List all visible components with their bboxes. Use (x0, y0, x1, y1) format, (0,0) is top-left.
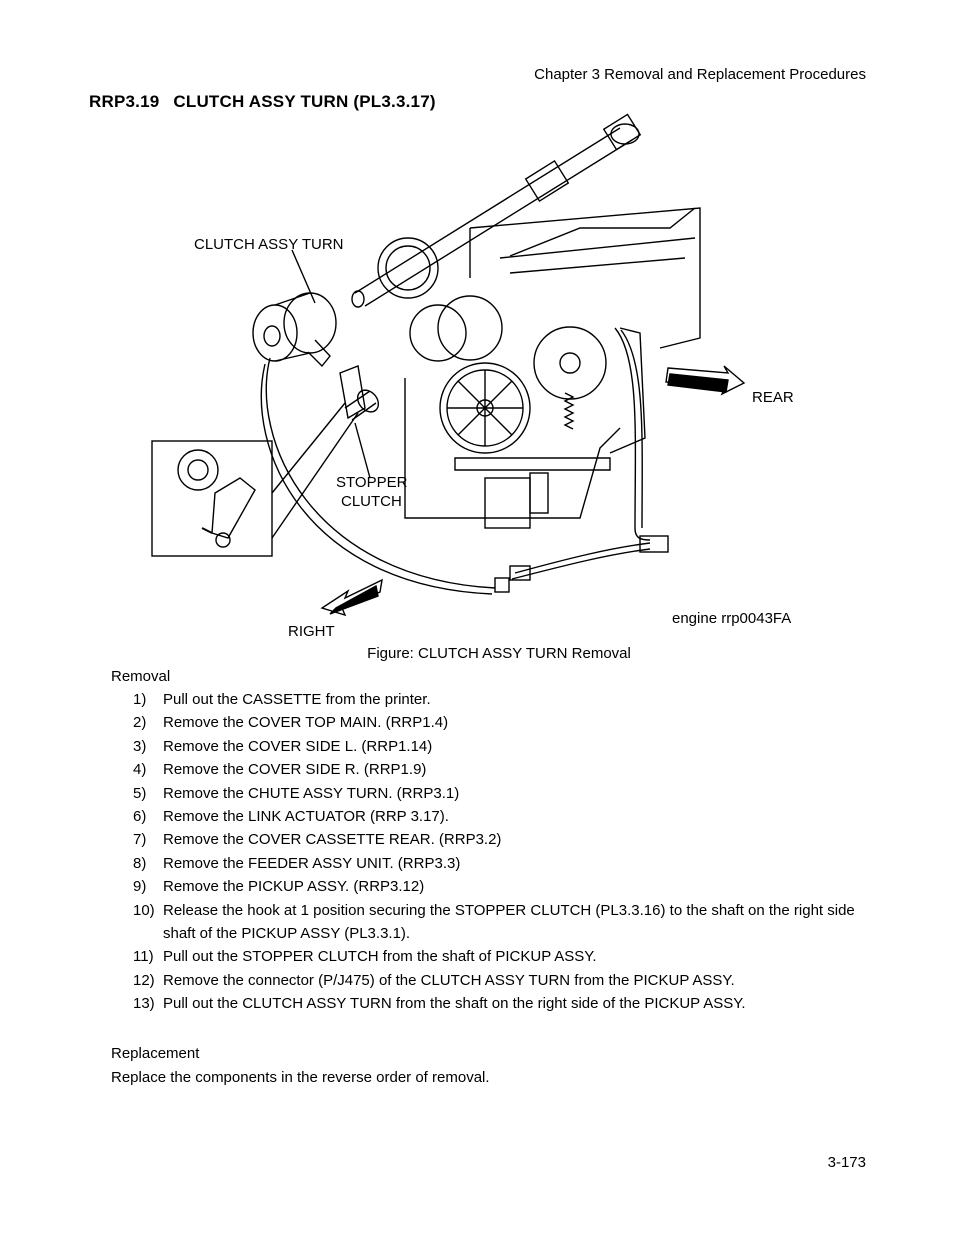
gear-top (377, 237, 439, 299)
list-item: 12)Remove the connector (P/J475) of the … (133, 971, 735, 989)
list-item: 5)Remove the CHUTE ASSY TURN. (RRP3.1) (133, 784, 460, 802)
figure-code: engine rrp0043FA (672, 610, 792, 627)
list-item: 13)Pull out the CLUTCH ASSY TURN from th… (133, 995, 746, 1013)
chassis-outline (469, 207, 701, 349)
gear-right (533, 326, 607, 400)
leader-stopper (354, 422, 371, 479)
list-item: 3)Remove the COVER SIDE L. (RRP1.14) (133, 737, 433, 755)
list-item: 4)Remove the COVER SIDE R. (RRP1.9) (133, 761, 427, 779)
chapter-header: Chapter 3 Removal and Replacement Proced… (534, 66, 866, 83)
removal-steps-list: 1)Pull out the CASSETTE from the printer… (111, 688, 871, 1016)
label-clutch: CLUTCH (341, 493, 402, 510)
section-heading: CLUTCH ASSY TURN (PL3.3.17) (173, 92, 436, 111)
page-number: 3-173 (827, 1154, 866, 1171)
list-item: 8)Remove the FEEDER ASSY UNIT. (RRP3.3) (133, 854, 461, 872)
clutch-assy-turn-part (252, 304, 298, 362)
gear-middle (409, 304, 467, 362)
figure-caption: Figure: CLUTCH ASSY TURN Removal (367, 645, 631, 662)
spring (563, 392, 575, 430)
harness-cable (265, 357, 496, 589)
list-item: 6)Remove the LINK ACTUATOR (RRP 3.17). (133, 808, 449, 826)
gear-large (439, 362, 531, 454)
label-rear: REAR (752, 389, 794, 406)
label-clutch-assy-turn: CLUTCH ASSY TURN (194, 236, 344, 253)
solenoid (484, 477, 531, 529)
figure-clutch-assy-turn: CLUTCH ASSY TURN REAR STOPPER CLUTCH RIG… (140, 108, 840, 643)
label-stopper: STOPPER (336, 474, 408, 491)
leader-clutch (291, 249, 316, 304)
stopper-clutch-part (339, 365, 366, 420)
figure-illustration (151, 113, 746, 617)
list-item: 9)Remove the PICKUP ASSY. (RRP3.12) (133, 878, 425, 896)
inset-box (151, 440, 273, 557)
section-title: RRP3.19 CLUTCH ASSY TURN (PL3.3.17) (89, 92, 436, 112)
connector-a (494, 577, 510, 593)
removal-heading: Removal (111, 668, 171, 685)
connector-b (509, 565, 531, 581)
connector-c (639, 535, 669, 553)
right-arrow (320, 578, 383, 617)
label-right: RIGHT (288, 623, 335, 640)
list-item: 2)Remove the COVER TOP MAIN. (RRP1.4) (133, 714, 449, 732)
list-item: 10)Release the hook at 1 position securi… (133, 901, 855, 943)
replacement-heading: Replacement (111, 1045, 200, 1062)
rear-arrow (665, 365, 746, 396)
section-number: RRP3.19 (89, 92, 160, 111)
list-item: 11)Pull out the STOPPER CLUTCH from the … (133, 948, 597, 966)
roller-shaft (354, 127, 633, 307)
list-item: 1)Pull out the CASSETTE from the printer… (133, 691, 431, 708)
list-item: 7)Remove the COVER CASSETTE REAR. (RRP3.… (133, 831, 502, 849)
replacement-text: Replace the components in the reverse or… (111, 1069, 490, 1086)
zoom-wedge (271, 402, 359, 539)
